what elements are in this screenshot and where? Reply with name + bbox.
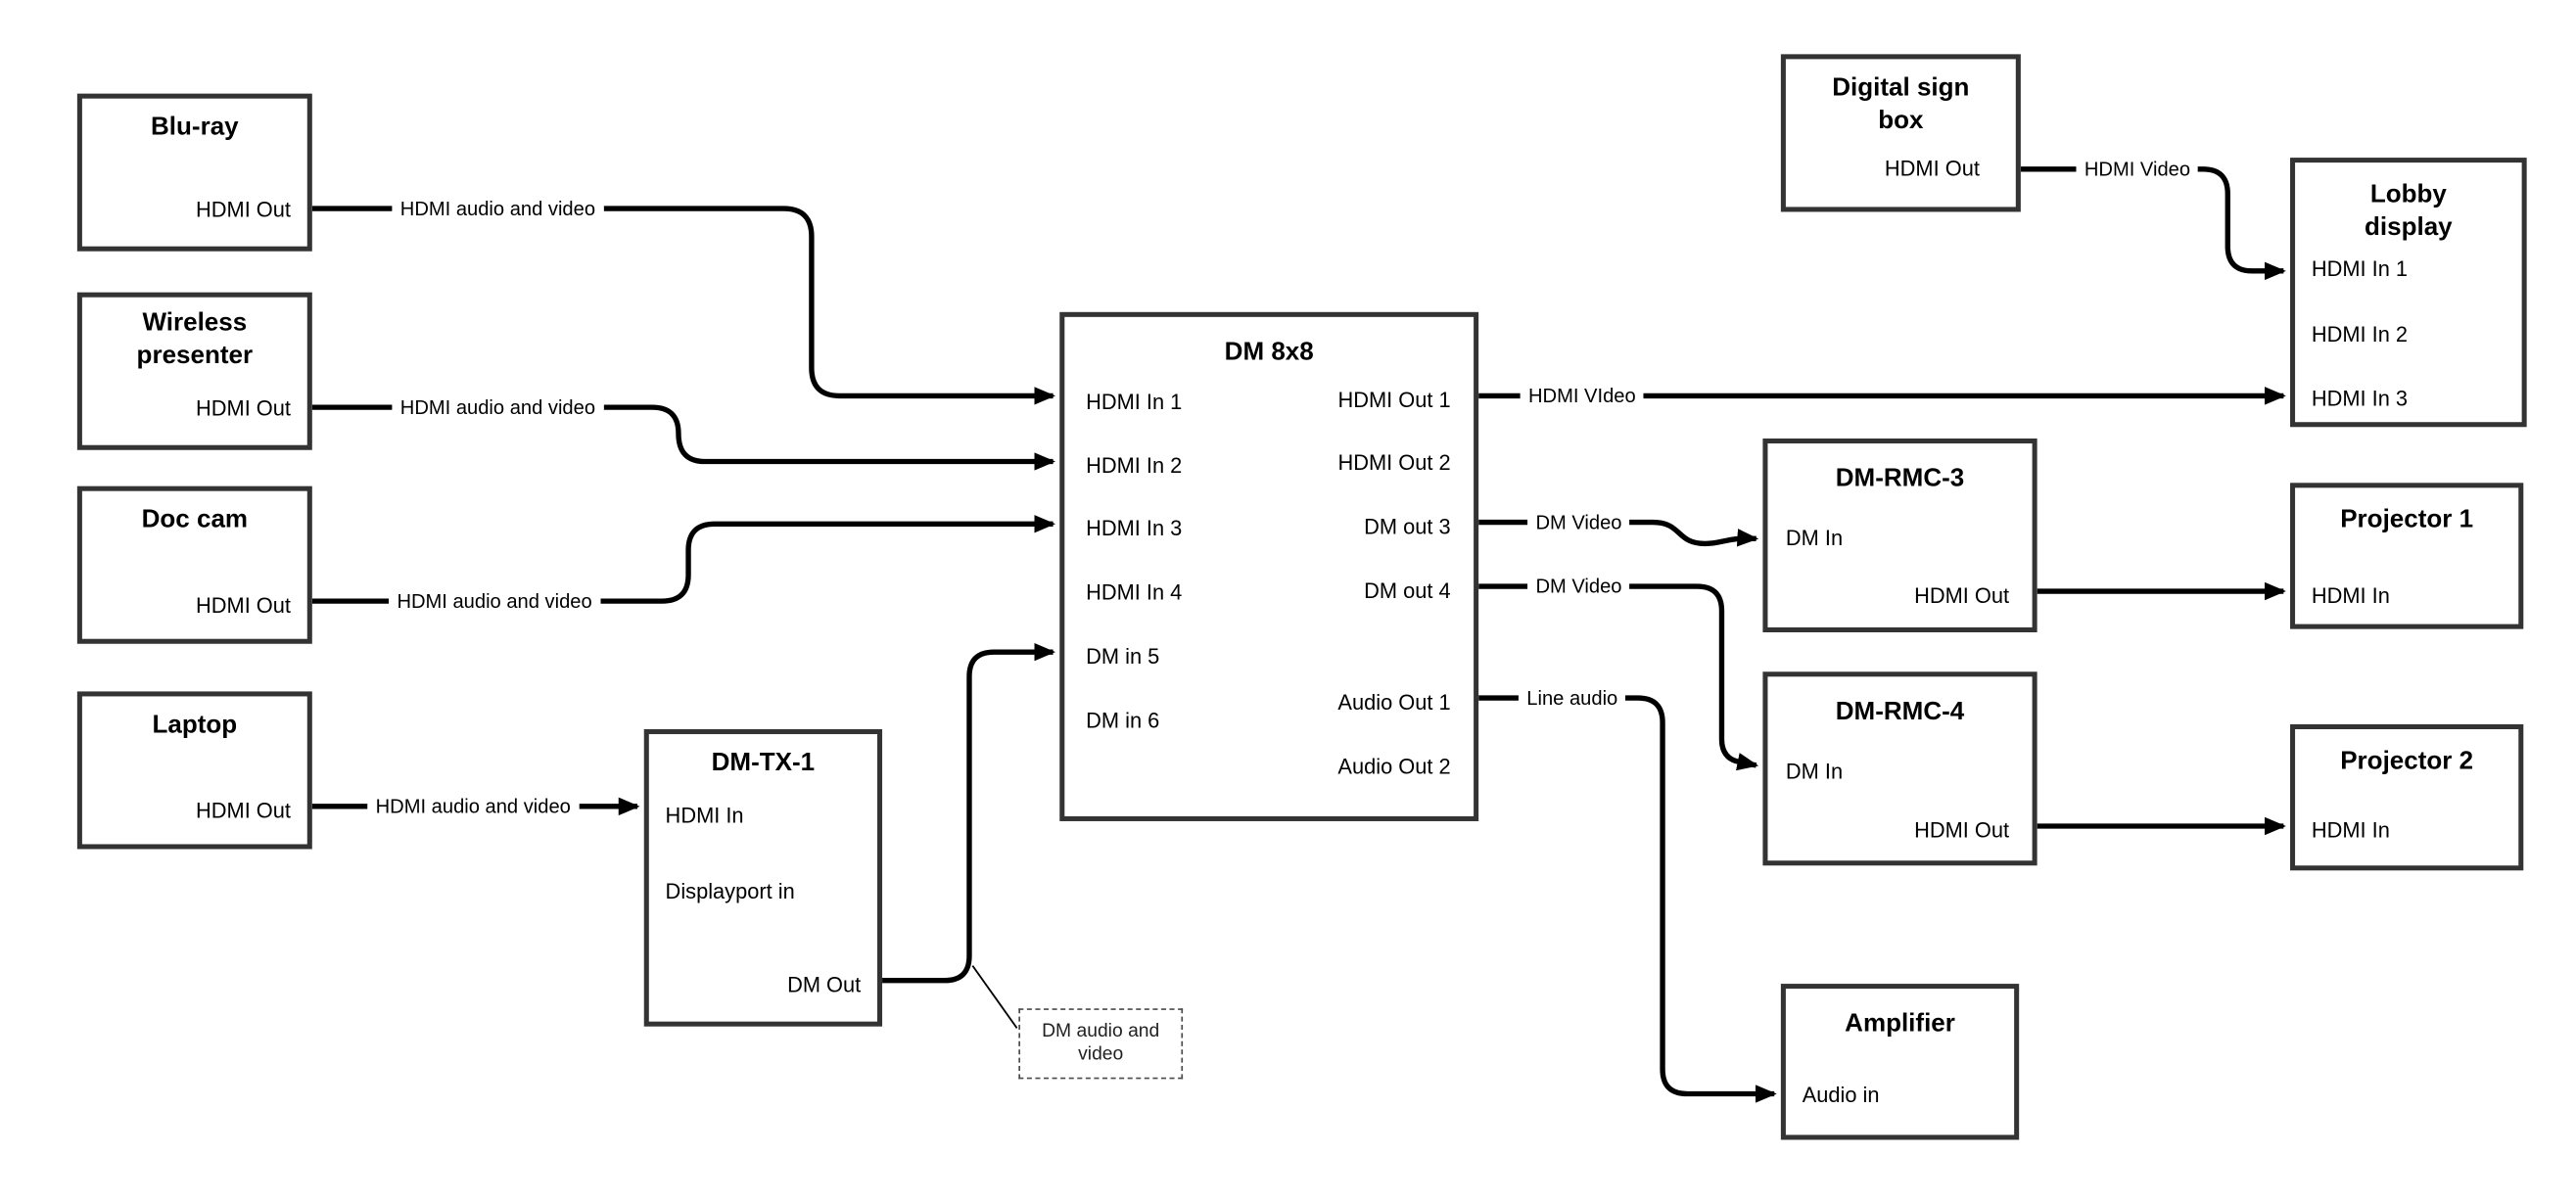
- wire-label-hdmi-video-sign: HDMI Video: [2076, 156, 2199, 183]
- wire-label-hdmi-audio-video-1: HDMI audio and video: [392, 195, 604, 222]
- node-dm-8x8: DM 8x8 HDMI In 1 HDMI In 2 HDMI In 3 HDM…: [1059, 311, 1479, 821]
- port-hdmi-in-4: HDMI In 4: [1086, 579, 1183, 605]
- port-dm-out-3: DM out 3: [1364, 514, 1451, 539]
- wire-label-hdmi-video-out1: HDMI VIdeo: [1520, 382, 1645, 409]
- port-dm-in-5: DM in 5: [1086, 643, 1160, 669]
- wire-dm8x8-audio1-to-amplifier: [1478, 695, 1777, 1103]
- node-dm-tx-1: DM-TX-1 HDMI In Displayport in DM Out: [643, 729, 883, 1027]
- node-dm-rmc-3: DM-RMC-3 DM In HDMI Out: [1762, 439, 2037, 633]
- node-bluray: Blu-ray HDMI Out: [76, 93, 312, 252]
- node-digital-sign-box: Digital sign box HDMI Out: [1780, 54, 2021, 212]
- port-hdmi-out: HDMI Out: [196, 197, 291, 222]
- port-hdmi-out: HDMI Out: [196, 798, 291, 823]
- port-hdmi-in-3: HDMI In 3: [1086, 515, 1183, 541]
- node-dm-rmc-4: DM-RMC-4 DM In HDMI Out: [1762, 671, 2037, 866]
- port-dm-out: DM Out: [787, 972, 862, 997]
- wire-label-hdmi-audio-video-3: HDMI audio and video: [389, 587, 601, 615]
- port-hdmi-out-2: HDMI Out 2: [1337, 449, 1451, 475]
- node-title: Projector 2: [2340, 747, 2474, 775]
- wire-dm8x8-out4-to-dmrmc4: [1478, 583, 1759, 771]
- port-hdmi-in-2: HDMI In 2: [1086, 453, 1183, 479]
- port-hdmi-out-1: HDMI Out 1: [1337, 387, 1451, 413]
- node-title: DM-RMC-4: [1835, 698, 1965, 726]
- port-hdmi-in: HDMI In: [665, 803, 744, 828]
- callout-line-dm-audio-video: [971, 965, 1018, 1029]
- note-dm-audio-and-video: DM audio and video: [1018, 1008, 1184, 1080]
- wire-wireless-to-dm8x8-in2: [311, 404, 1056, 471]
- node-title: Wireless presenter: [136, 308, 254, 370]
- node-laptop: Laptop HDMI Out: [76, 691, 312, 850]
- port-hdmi-out: HDMI Out: [196, 395, 291, 421]
- wire-label-hdmi-audio-video-2: HDMI audio and video: [392, 393, 604, 421]
- port-hdmi-out: HDMI Out: [1914, 817, 2010, 843]
- node-title: Digital sign box: [1832, 73, 1970, 135]
- port-audio-out-1: Audio Out 1: [1337, 689, 1451, 715]
- node-title: DM 8x8: [1224, 338, 1314, 367]
- wire-label-dm-video-out4: DM Video: [1527, 573, 1630, 600]
- port-hdmi-in-2: HDMI In 2: [2311, 321, 2409, 347]
- port-dm-in: DM In: [1785, 759, 1844, 784]
- port-hdmi-in: HDMI In: [2311, 817, 2390, 843]
- node-title: Doc cam: [141, 505, 249, 534]
- node-title: Blu-ray: [151, 113, 239, 142]
- node-title: Laptop: [152, 711, 238, 740]
- node-lobby-display: Lobby display HDMI In 1 HDMI In 2 HDMI I…: [2290, 158, 2527, 428]
- wire-digitalsign-to-lobby-in1: [2020, 166, 2286, 281]
- port-audio-out-2: Audio Out 2: [1337, 754, 1451, 779]
- port-dm-out-4: DM out 4: [1364, 577, 1451, 603]
- wire-bluray-to-dm8x8-in1: [311, 206, 1056, 405]
- wire-doccam-to-dm8x8-in3: [311, 515, 1056, 604]
- port-dm-in-6: DM in 6: [1086, 708, 1160, 733]
- node-projector-2: Projector 2 HDMI In: [2290, 723, 2524, 871]
- node-title: DM-RMC-3: [1835, 464, 1965, 493]
- node-wireless-presenter: Wireless presenter HDMI Out: [76, 292, 312, 450]
- port-displayport-in: Displayport in: [665, 878, 795, 903]
- port-audio-in: Audio in: [1802, 1082, 1880, 1107]
- wire-dmtx1-to-dm8x8-in5: [882, 642, 1056, 984]
- wire-label-line-audio: Line audio: [1518, 684, 1626, 712]
- port-hdmi-out: HDMI Out: [1884, 156, 1980, 181]
- node-title: Amplifier: [1845, 1009, 1955, 1039]
- port-hdmi-out: HDMI Out: [196, 592, 291, 618]
- wire-label-dm-video-out3: DM Video: [1527, 509, 1630, 536]
- port-hdmi-in-3: HDMI In 3: [2311, 386, 2409, 411]
- port-dm-in: DM In: [1785, 525, 1844, 551]
- wire-dm8x8-out3-to-dmrmc3: [1478, 519, 1759, 547]
- port-hdmi-in-1: HDMI In 1: [2311, 255, 2409, 281]
- node-title: Lobby display: [2365, 180, 2453, 242]
- node-doc-cam: Doc cam HDMI Out: [76, 485, 312, 644]
- node-amplifier: Amplifier Audio in: [1780, 984, 2020, 1140]
- node-projector-1: Projector 1 HDMI In: [2290, 483, 2524, 629]
- port-hdmi-in: HDMI In: [2311, 582, 2390, 608]
- port-hdmi-out: HDMI Out: [1914, 582, 2010, 608]
- node-title: DM-TX-1: [711, 749, 816, 777]
- wire-label-hdmi-audio-video-4: HDMI audio and video: [367, 793, 580, 820]
- port-hdmi-in-1: HDMI In 1: [1086, 389, 1183, 414]
- node-title: Projector 1: [2340, 505, 2474, 534]
